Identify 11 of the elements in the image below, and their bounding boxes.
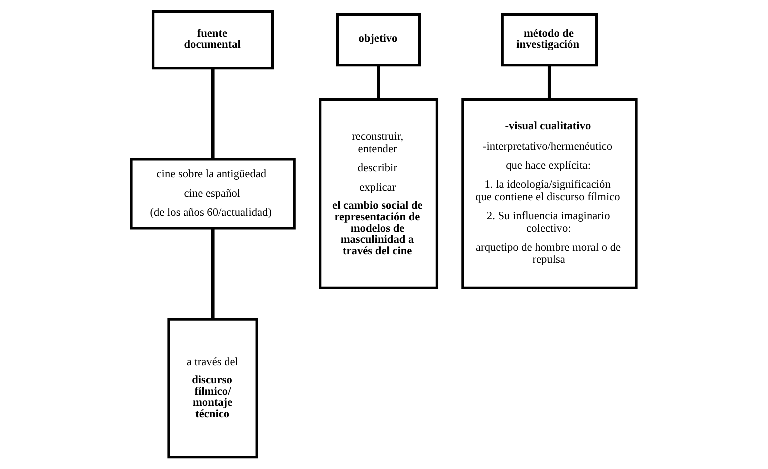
node-box: cine sobre la antigüedad cine español (de los años 60/actualidad) (130, 158, 296, 230)
node-box: reconstruir, entender describir explicar el cambio social de representación de modelos de masculinidad a través del cine (319, 98, 439, 290)
node-box: fuente documental (152, 10, 274, 70)
node-box: -visual cualitativo -interpretativo/hermenéutico que hace explícita: 1. la ideología/significación que contiene el discurso fílmico 2. Su influencia imaginario colectivo: arquetipo de hombre moral o de repulsa (462, 98, 638, 290)
node-box: método de investigación (501, 13, 598, 67)
connector (377, 65, 380, 100)
connector (211, 68, 215, 160)
node-box: a través del discurso fílmico/ montaje técnico (168, 318, 258, 459)
node-box: objetivo (336, 13, 422, 67)
connector (211, 228, 215, 320)
connector (548, 65, 552, 100)
